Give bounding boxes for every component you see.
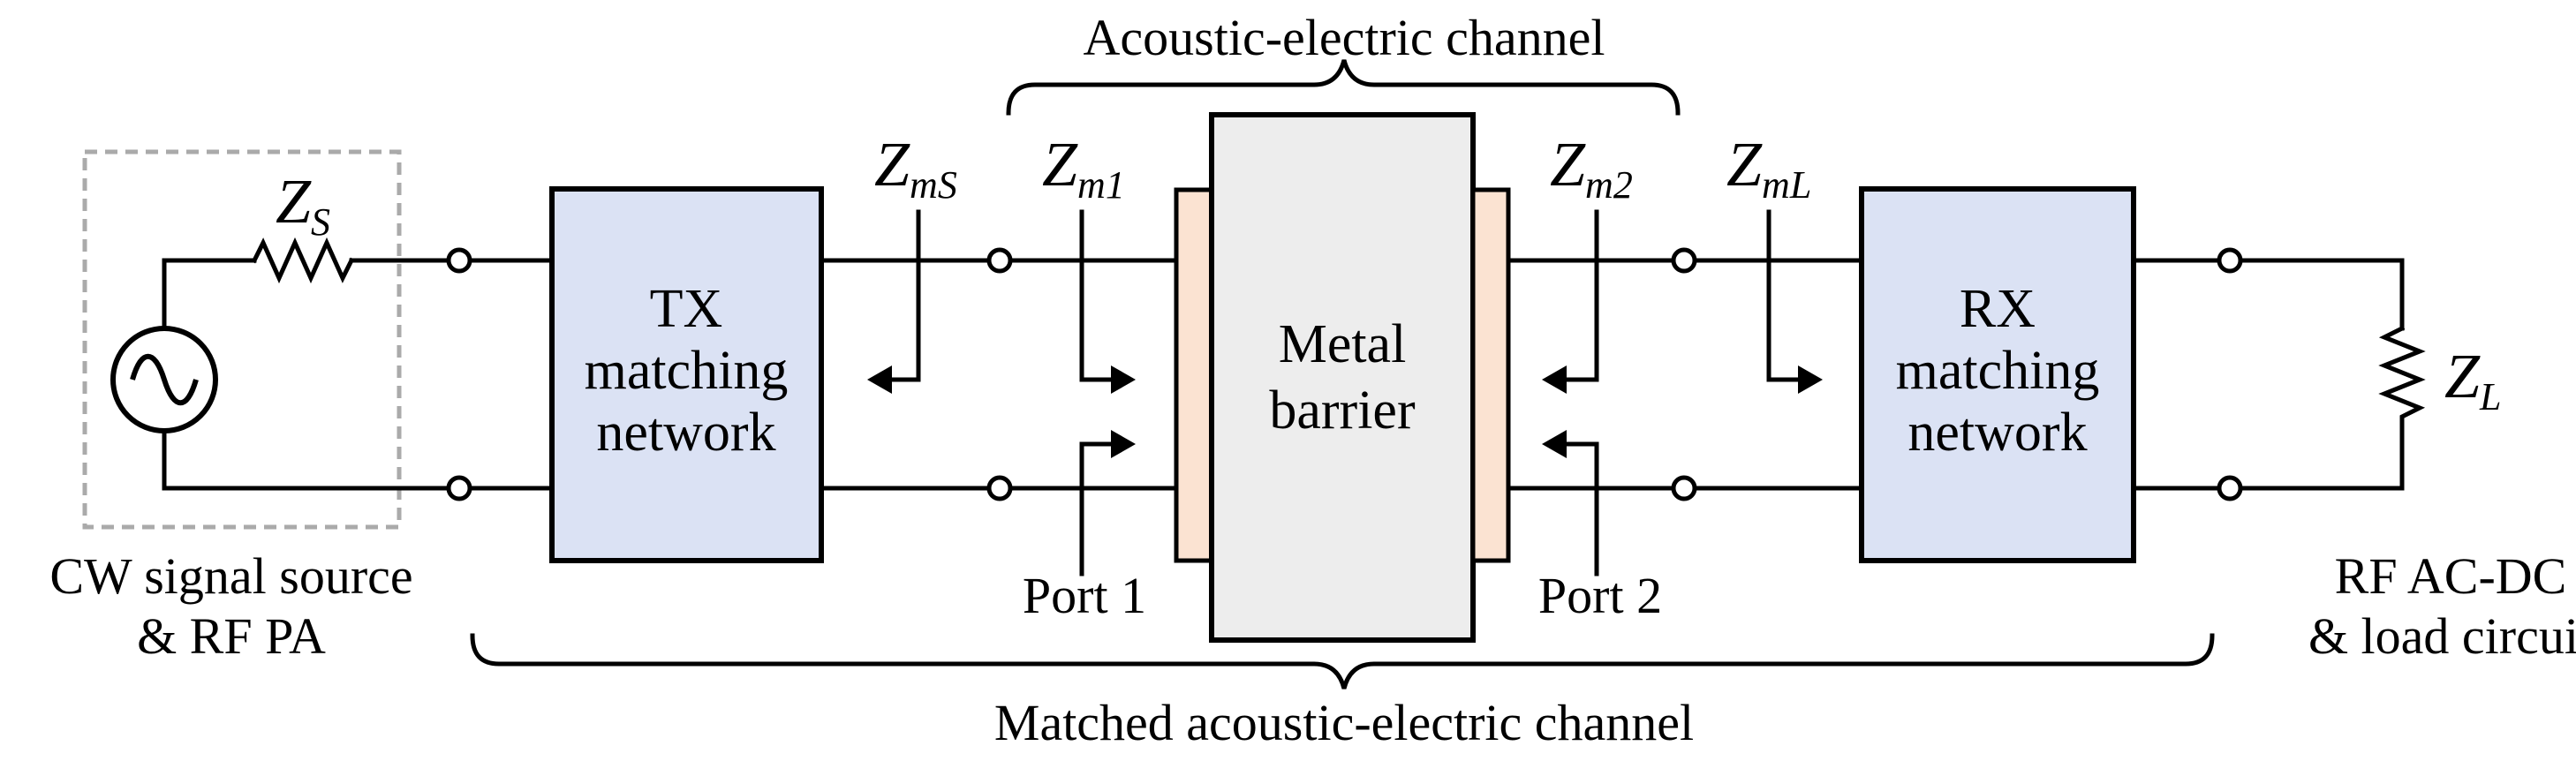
terminal-source-top <box>446 247 472 274</box>
right-transducer <box>1470 187 1511 563</box>
zms-arrow-head <box>867 365 892 394</box>
source-wire-top <box>162 258 257 331</box>
zm1-label: Zm1 <box>1042 129 1125 207</box>
zms-arrow-line <box>885 209 921 382</box>
metal-barrier <box>1209 112 1476 643</box>
zm2-arrow-line <box>1560 209 1599 382</box>
port1-arrow-line <box>1079 441 1117 576</box>
zml-arrow-head <box>1798 365 1823 394</box>
load-resistor-zl <box>2378 325 2426 428</box>
rx-label-line2: matching <box>1896 341 2100 401</box>
terminal-source-bottom <box>446 475 472 501</box>
rx-label-line1: RX <box>1960 279 2036 339</box>
terminal-port2-bottom <box>1671 475 1697 501</box>
terminal-port1-bottom <box>986 475 1013 501</box>
terminal-load-top <box>2217 247 2243 274</box>
zm1-arrow-line <box>1079 209 1117 382</box>
source-label-line2: & RF PA <box>137 607 326 665</box>
port1-label: Port 1 <box>1023 567 1146 624</box>
port2-arrow-head <box>1542 430 1567 458</box>
zml-arrow-line <box>1766 209 1804 382</box>
barrier-label-line1: Metal <box>1279 314 1407 374</box>
zml-label: ZmL <box>1726 129 1811 207</box>
load-label-line1: RF AC-DC <box>2335 547 2567 605</box>
zm2-label: Zm2 <box>1550 129 1633 207</box>
tx-label-line2: matching <box>585 341 789 401</box>
rx-label-line3: network <box>1907 403 2087 463</box>
zm1-arrow-head <box>1111 365 1136 394</box>
bottom-brace-label: Matched acoustic-electric channel <box>994 694 1694 751</box>
port1-arrow-head <box>1111 430 1136 458</box>
port2-label: Port 2 <box>1538 567 1662 624</box>
top-brace <box>1006 59 1681 116</box>
tx-label-line3: network <box>596 403 775 463</box>
wire-load-bottom <box>2238 423 2405 491</box>
source-resistor-zs <box>251 237 355 284</box>
sine-wave-icon <box>130 353 199 406</box>
top-brace-label: Acoustic-electric channel <box>1084 9 1605 66</box>
tx-matching-network <box>549 186 824 563</box>
bottom-brace <box>470 633 2215 689</box>
zms-label: ZmS <box>874 129 957 207</box>
zs-label: ZS <box>276 166 330 244</box>
barrier-label-line2: barrier <box>1269 380 1416 441</box>
rx-matching-network <box>1859 186 2136 563</box>
terminal-load-bottom <box>2217 475 2243 501</box>
wire-load-top <box>2238 258 2405 331</box>
load-label-line2: & load circuit <box>2308 607 2576 665</box>
source-label-line1: CW signal source <box>49 547 412 605</box>
terminal-port2-top <box>1671 247 1697 274</box>
zm2-arrow-head <box>1542 365 1567 394</box>
port2-arrow-line <box>1560 441 1599 576</box>
left-transducer <box>1174 187 1214 563</box>
tx-label-line1: TX <box>650 279 723 339</box>
zl-label: ZL <box>2444 341 2502 418</box>
terminal-port1-top <box>986 247 1013 274</box>
